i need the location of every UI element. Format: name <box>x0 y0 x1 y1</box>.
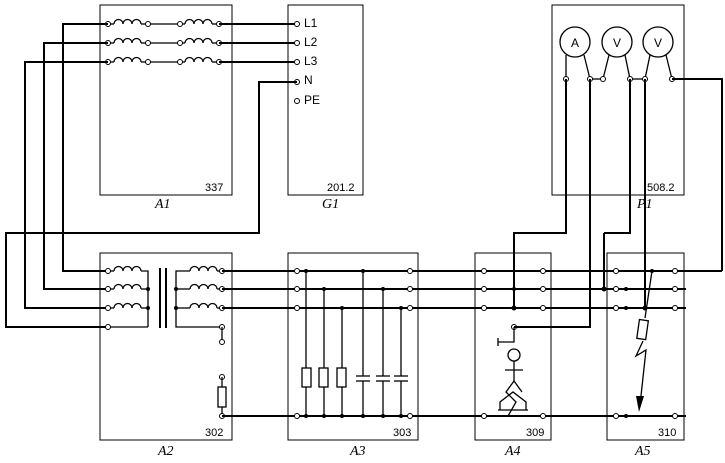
a4-internals <box>481 268 546 419</box>
block-a2: 302 A2 <box>99 252 233 459</box>
a4-label: A4 <box>504 444 521 459</box>
g1-terminal-pe: PE <box>304 93 320 107</box>
g1-terminal-l2: L2 <box>304 35 318 49</box>
g1-code: 201.2 <box>327 182 355 194</box>
a1-coils <box>105 18 222 65</box>
feeder-wires <box>5 23 297 328</box>
a1-g1-wires <box>219 21 300 104</box>
g1-terminal-l3: L3 <box>304 54 318 68</box>
voltmeter-1-label: V <box>613 36 621 50</box>
a2-transformer <box>105 265 227 419</box>
ammeter: A <box>559 26 591 58</box>
voltmeter-2: V <box>642 26 674 58</box>
a3-label: A3 <box>349 444 366 459</box>
g1-label: G1 <box>322 197 339 212</box>
a3-code: 303 <box>393 427 411 439</box>
block-a1: 337 A1 <box>99 4 233 212</box>
a2-label: A2 <box>157 444 174 459</box>
measurement-wires <box>511 78 723 328</box>
a1-code: 337 <box>205 182 223 194</box>
voltmeter-1: V <box>601 26 633 58</box>
a5-code: 310 <box>658 427 676 439</box>
g1-terminal-l1: L1 <box>304 16 318 30</box>
voltmeter-2-label: V <box>654 36 662 50</box>
a5-internals <box>613 268 678 419</box>
a5-label: A5 <box>634 444 651 459</box>
a2-code: 302 <box>205 427 223 439</box>
a1-label: A1 <box>154 197 171 212</box>
p1-code: 508.2 <box>647 182 675 194</box>
main-bus <box>222 270 722 417</box>
a4-code: 309 <box>526 427 544 439</box>
ammeter-label: A <box>571 36 579 50</box>
block-p1: 508.2 P1 A V V <box>551 4 685 212</box>
block-g1: 201.2 G1 L1 L2 L3 N PE <box>287 4 364 212</box>
g1-terminal-n: N <box>304 73 313 87</box>
block-a3: 303 A3 <box>287 252 419 459</box>
a3-loads <box>294 268 413 419</box>
